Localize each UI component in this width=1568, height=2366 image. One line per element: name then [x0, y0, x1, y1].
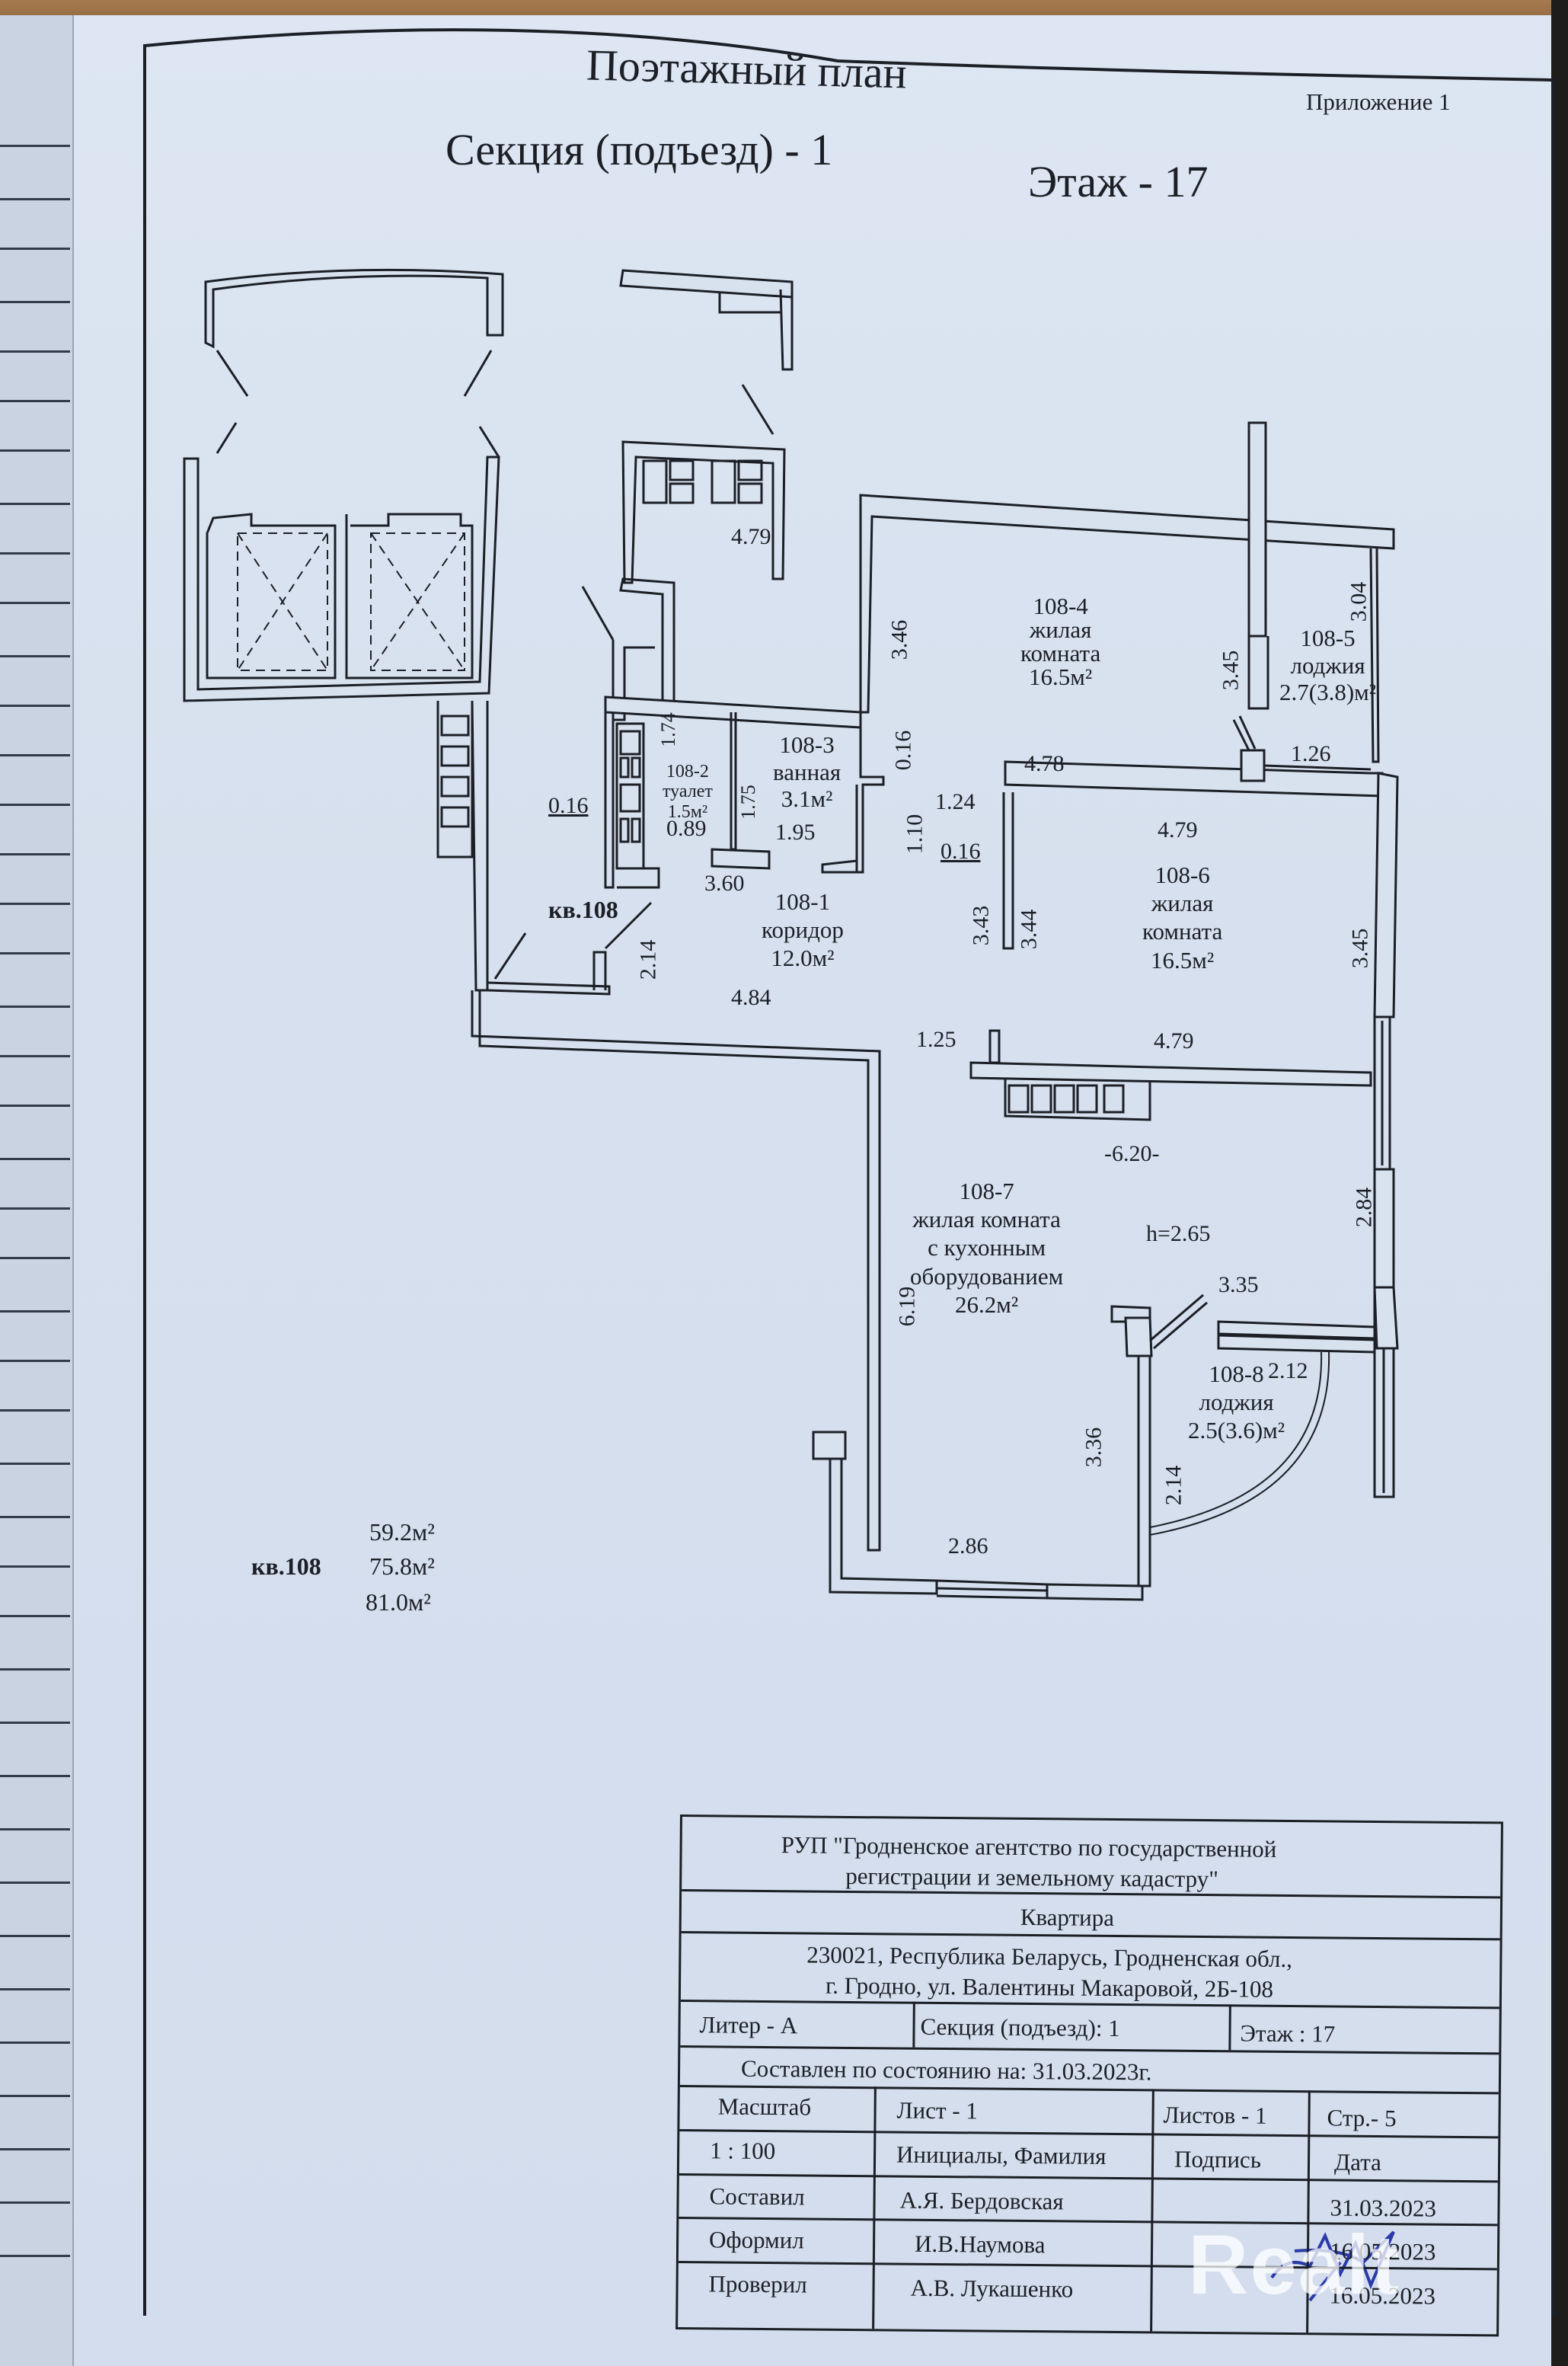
dimension: 0.89 — [666, 816, 707, 841]
apartment-entry-label: кв.108 — [548, 896, 618, 923]
col-date-header: Дата — [1333, 2148, 1382, 2176]
object-type: Квартира — [1020, 1903, 1115, 1931]
dimension: 3.04 — [1346, 581, 1372, 622]
role-prepared: Оформил — [708, 2226, 804, 2254]
dimension: 3.60 — [704, 871, 745, 896]
name-compiled: А.Я. Бердовская — [899, 2186, 1064, 2215]
page-number: Стр.- 5 — [1327, 2104, 1397, 2132]
shaft-block — [581, 269, 794, 721]
dimension: 2.84 — [1351, 1187, 1377, 1228]
dimension: 3.46 — [886, 619, 912, 660]
dimension: 3.45 — [1218, 650, 1244, 691]
living-area-total: 59.2м² — [369, 1518, 435, 1546]
dimension: 1.74 — [656, 712, 679, 747]
dimension: 1.25 — [916, 1027, 956, 1052]
dimension: 3.43 — [968, 905, 994, 946]
dimension: 3.45 — [1347, 928, 1373, 969]
document-page — [0, 15, 1557, 2366]
page-title: Поэтажный план — [586, 40, 908, 98]
dimension: 3.44 — [1016, 909, 1042, 950]
dimension: 4.84 — [731, 985, 771, 1010]
scale-label: Масштаб — [717, 2093, 812, 2121]
dimension: 0.16 — [890, 730, 916, 771]
sheet-number: Лист - 1 — [896, 2096, 979, 2125]
dimension: 2.14 — [1161, 1465, 1186, 1506]
dimension: -6.20- — [1104, 1141, 1160, 1166]
total-area: 75.8м² — [369, 1552, 435, 1580]
name-checked: А.В. Лукашенко — [910, 2274, 1074, 2303]
appendix-label: Приложение 1 — [1306, 88, 1451, 115]
dimension: 6.19 — [894, 1286, 920, 1327]
dimension: 4.78 — [1024, 751, 1065, 776]
address-line-1: 230021, Республика Беларусь, Гродненская… — [806, 1941, 1293, 1973]
dimension: 1.26 — [1291, 741, 1331, 766]
dimension: 4.79 — [1154, 1028, 1194, 1054]
dimension: 2.12 — [1268, 1358, 1308, 1383]
totals-apartment-label: кв.108 — [251, 1552, 321, 1580]
signature-mark — [1270, 2230, 1395, 2302]
name-prepared: И.В.Наумова — [914, 2230, 1046, 2259]
scale-value: 1 : 100 — [710, 2137, 776, 2165]
page-edge — [1551, 0, 1568, 2366]
section-info: Секция (подъезд): 1 — [920, 2013, 1120, 2042]
dimension: 3.36 — [1081, 1427, 1107, 1468]
drawing-frame — [143, 28, 1555, 2316]
realt-watermark: Realt — [1188, 2218, 1400, 2312]
total-area-with-loggias: 81.0м² — [366, 1588, 431, 1616]
address-line-2: г. Гродно, ул. Валентины Макаровой, 2Б-1… — [825, 1971, 1274, 2003]
role-checked: Проверил — [708, 2270, 807, 2298]
section-heading: Секция (подъезд) - 1 — [445, 125, 833, 174]
dimension: 4.79 — [731, 524, 771, 549]
floor-info: Этаж : 17 — [1240, 2019, 1336, 2048]
dimension: 3.35 — [1218, 1272, 1259, 1297]
dimension: 0.16 — [548, 793, 589, 818]
dimension: 2.14 — [635, 939, 661, 980]
spiral-binding — [0, 15, 74, 2366]
dimension: 1.75 — [736, 785, 759, 820]
sheet-count: Листов - 1 — [1163, 2101, 1267, 2129]
org-line-2: регистрации и земельному кадастру" — [845, 1862, 1218, 1893]
floor-heading: Этаж - 17 — [1028, 157, 1209, 206]
liter: Литер - А — [699, 2011, 798, 2039]
dimension: 2.86 — [948, 1533, 988, 1559]
org-line-1: РУП "Гродненское агентство по государств… — [781, 1831, 1277, 1862]
dimension: 1.24 — [935, 789, 976, 814]
ceiling-height: h=2.65 — [1146, 1221, 1211, 1246]
apartment-walls — [471, 421, 1399, 1601]
dimension: 0.16 — [940, 839, 981, 864]
role-compiled: Составил — [709, 2182, 805, 2211]
dimension: 4.79 — [1158, 817, 1198, 842]
as-of-date: Составлен по состоянию на: 31.03.2023г. — [740, 2054, 1152, 2086]
col-signature-header: Подпись — [1174, 2145, 1262, 2173]
col-name-header: Инициалы, Фамилия — [896, 2141, 1107, 2169]
dimension: 1.10 — [902, 814, 928, 855]
dimension: 1.95 — [775, 820, 816, 845]
elevator-block — [183, 268, 504, 992]
